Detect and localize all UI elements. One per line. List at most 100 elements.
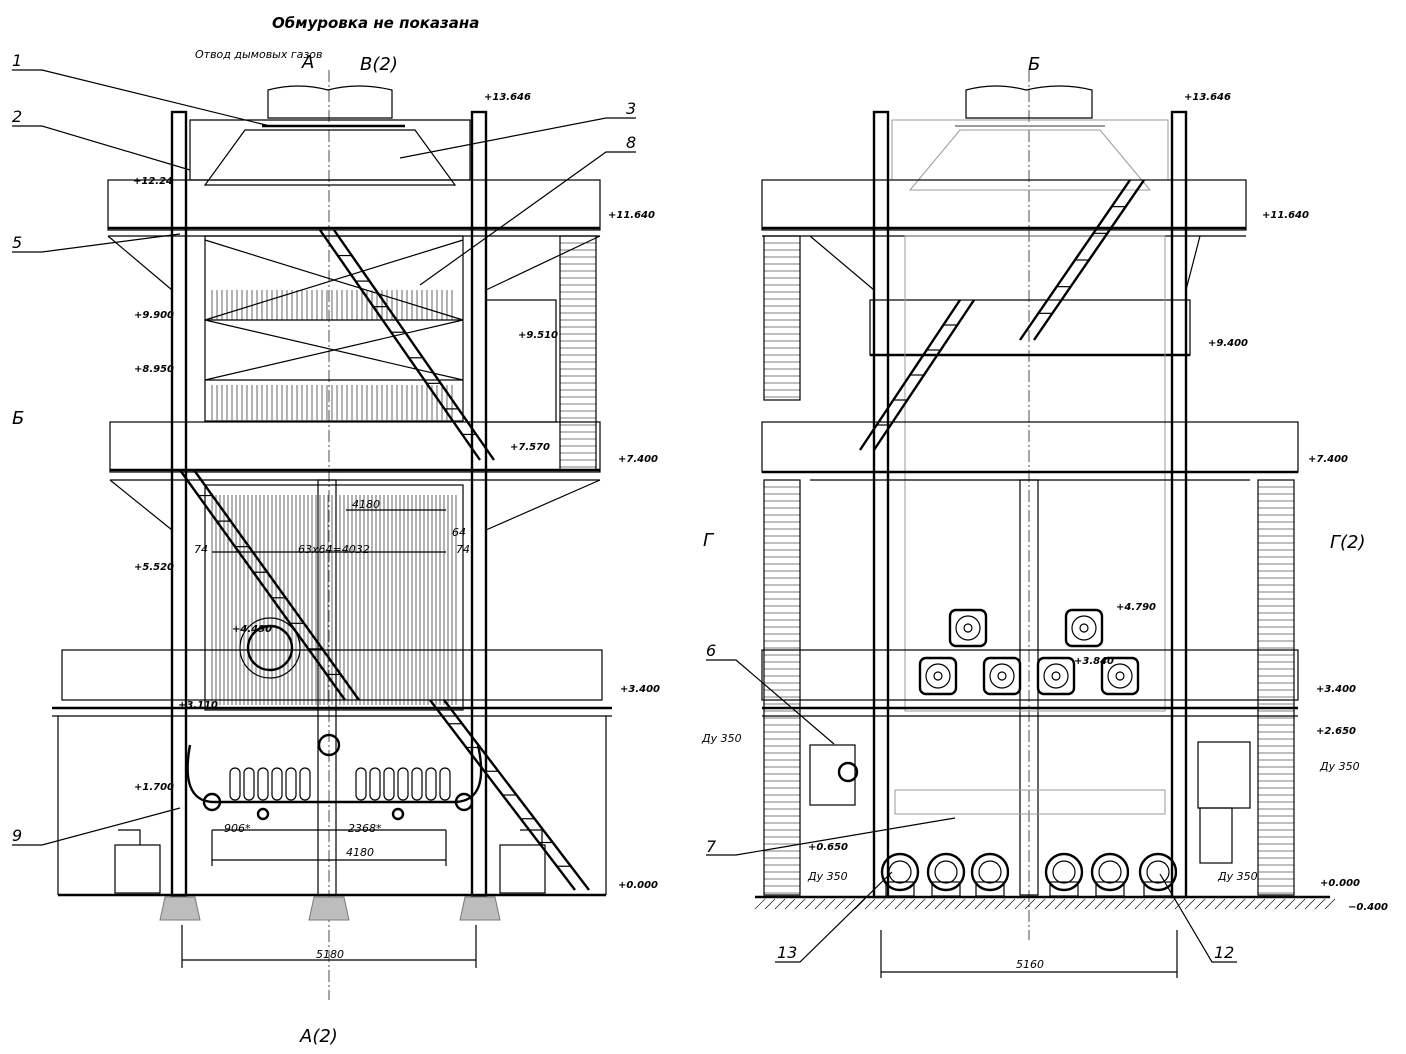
platform-middle-braces xyxy=(109,479,601,531)
coil-loop xyxy=(229,767,241,801)
burner-box xyxy=(1100,656,1140,696)
pipe-label-right-bottom: Ду 350 xyxy=(1217,870,1258,883)
hatch-stroke xyxy=(1294,898,1306,910)
fan-inlet xyxy=(978,860,1002,884)
hatch-stroke xyxy=(1244,898,1256,910)
fan-inlet xyxy=(1098,860,1122,884)
collector-left xyxy=(202,792,222,812)
drawing-title: Обмуровка не показана xyxy=(272,14,479,32)
coil-loop xyxy=(355,767,367,801)
hatch-stroke xyxy=(1064,898,1076,910)
coil-loop xyxy=(299,767,311,801)
callout-7: 7 xyxy=(706,837,717,856)
hatch-stroke xyxy=(1104,898,1116,910)
hatch-stroke xyxy=(1114,898,1126,910)
hatch-stroke xyxy=(954,898,966,910)
hatch-stroke xyxy=(874,898,886,910)
hatch-stroke xyxy=(1174,898,1186,910)
platform-top-braces xyxy=(107,235,601,291)
tube-bundle-lower xyxy=(211,495,457,705)
hatch-stroke xyxy=(1144,898,1156,910)
fan-right xyxy=(499,844,546,894)
elev-right-4790: +4.790 xyxy=(1116,602,1156,613)
elev-left-3110: +3.110 xyxy=(178,700,218,711)
dim-label-4180-top: 4180 xyxy=(352,498,380,511)
casing-outline xyxy=(904,235,1166,712)
fan-housing xyxy=(1044,852,1084,892)
hatch-stroke xyxy=(1074,898,1086,910)
burner-flange xyxy=(239,617,301,679)
callout-8: 8 xyxy=(626,133,636,152)
stair-stringer xyxy=(319,229,481,461)
fan-inlet xyxy=(1146,860,1170,884)
dim-5180 xyxy=(181,925,477,968)
hatch-stroke xyxy=(1134,898,1146,910)
dim-label-4180-bottom: 4180 xyxy=(346,846,374,859)
fan-left xyxy=(114,844,161,894)
elev-right-9400: +9.400 xyxy=(1208,338,1248,349)
tube-bundle-upper xyxy=(211,290,453,420)
hatch-stroke xyxy=(1274,898,1286,910)
ladder-frame xyxy=(1257,479,1295,896)
dim-label-tubes: 63х64=4032 xyxy=(298,543,370,556)
callout-9: 9 xyxy=(12,826,22,845)
dim-5160 xyxy=(880,930,1178,978)
coil-loop xyxy=(397,767,409,801)
elev-left-0000: +0.000 xyxy=(618,880,658,891)
hatch-stroke xyxy=(824,898,836,910)
burner-ring xyxy=(925,663,951,689)
diagonal-stairs xyxy=(179,229,590,891)
coil-loop xyxy=(383,767,395,801)
dim-label-906: 906* xyxy=(224,822,251,835)
dim-4180-bottom xyxy=(211,830,447,866)
foundation-center xyxy=(308,896,350,921)
hatch-stroke xyxy=(814,898,826,910)
hatch-stroke xyxy=(1044,898,1056,910)
elev-right-0650: +0.650 xyxy=(808,842,848,853)
burner-nozzle xyxy=(933,671,943,681)
fan-ducts xyxy=(118,829,543,845)
burner-nozzle xyxy=(1079,623,1089,633)
hatch-stroke xyxy=(1234,898,1246,910)
platform-lower xyxy=(61,649,603,701)
elev-right-0000: +0.000 xyxy=(1320,878,1360,889)
callout-leaders xyxy=(12,69,1237,963)
dim-label-5160: 5160 xyxy=(1016,958,1044,971)
coil-loop xyxy=(369,767,381,801)
hatch-stroke xyxy=(1094,898,1106,910)
hatch-stroke xyxy=(1214,898,1226,910)
platform-lower-posts xyxy=(57,716,607,895)
hatch-stroke xyxy=(774,898,786,910)
top-hood xyxy=(189,119,471,181)
burners xyxy=(918,608,1140,696)
section-v-top: В(2) xyxy=(360,54,398,75)
hatch-stroke xyxy=(1304,898,1316,910)
collector-right xyxy=(454,792,474,812)
hatch-stroke xyxy=(754,898,766,910)
hatch-stroke xyxy=(924,898,936,910)
fan-housing xyxy=(1138,852,1178,892)
hatch-stroke xyxy=(844,898,856,910)
convective-section xyxy=(204,235,464,422)
vertical-ladders xyxy=(763,235,1295,896)
elev-right-7400: +7.400 xyxy=(1308,454,1348,465)
right-elevation-view xyxy=(754,70,1336,978)
stair-stringer xyxy=(193,469,360,701)
burner-port xyxy=(246,624,294,672)
platform-top-braces-right xyxy=(809,235,1201,291)
header-drum xyxy=(317,733,341,757)
hatch-stroke xyxy=(1224,898,1236,910)
top-hood-right xyxy=(891,119,1169,181)
lower-drum xyxy=(894,789,1166,815)
ground-hatching xyxy=(754,898,1336,910)
elev-right-13646: +13.646 xyxy=(1184,92,1231,103)
elev-left-8950: +8.950 xyxy=(134,364,174,375)
burner-nozzle xyxy=(1115,671,1125,681)
burner-ring xyxy=(1071,615,1097,641)
hatch-stroke xyxy=(1154,898,1166,910)
hatch-stroke xyxy=(794,898,806,910)
section-a-bottom: А(2) xyxy=(299,1026,338,1047)
burner-ring xyxy=(955,615,981,641)
pipe-label-right-top: Ду 350 xyxy=(1319,760,1360,773)
